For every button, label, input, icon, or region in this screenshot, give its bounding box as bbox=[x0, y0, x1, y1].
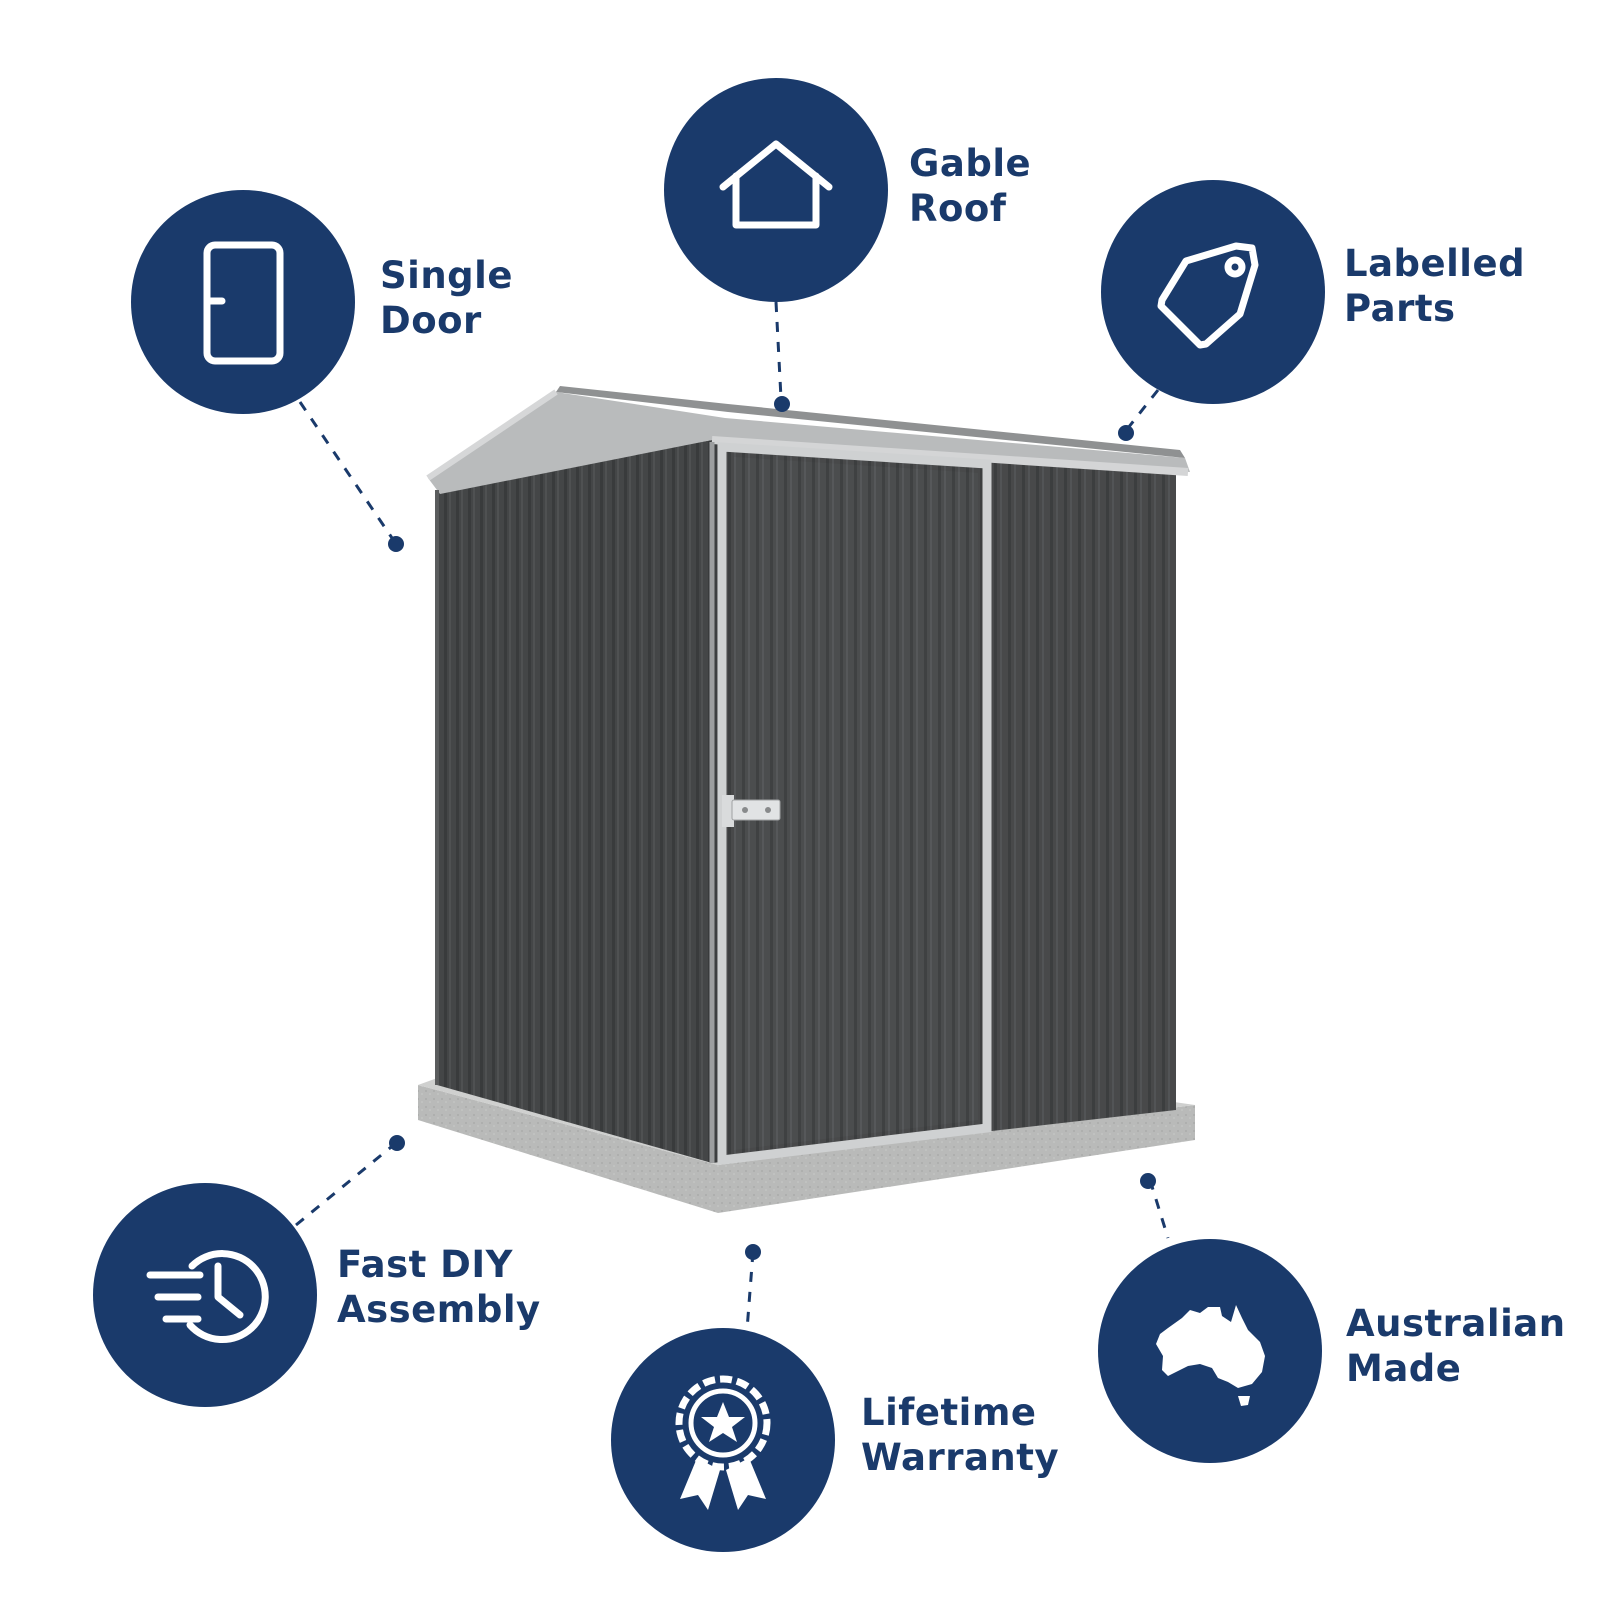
label-single-door: Single Door bbox=[380, 253, 513, 343]
label-labelled-parts: Labelled Parts bbox=[1344, 241, 1525, 331]
label-line-1: Lifetime bbox=[861, 1391, 1037, 1434]
label-line-2: Warranty bbox=[861, 1436, 1060, 1479]
australia-map-icon bbox=[1156, 1305, 1265, 1406]
badge-gable-roof bbox=[664, 78, 888, 302]
house-icon bbox=[719, 140, 833, 229]
shed-image bbox=[418, 386, 1195, 1213]
badge-fast-diy-assembly bbox=[93, 1183, 317, 1407]
connector-fast-diy-assembly bbox=[295, 1141, 397, 1227]
connectors bbox=[295, 301, 1170, 1331]
concrete-slab bbox=[418, 1085, 1195, 1213]
connector-lifetime-warranty bbox=[745, 1251, 755, 1331]
label-australian-made: Australian Made bbox=[1346, 1301, 1566, 1391]
connector-dot bbox=[774, 396, 790, 412]
connector-dot bbox=[389, 1135, 405, 1151]
connector-dot bbox=[1140, 1173, 1156, 1189]
connector-australian-made bbox=[1148, 1179, 1170, 1239]
label-gable-roof: Gable Roof bbox=[909, 141, 1031, 231]
connector-dot bbox=[1118, 425, 1134, 441]
award-ribbon-icon bbox=[675, 1375, 771, 1510]
connector-gable-roof bbox=[774, 301, 783, 399]
shed-side-wall bbox=[437, 440, 712, 1163]
shed-door bbox=[734, 457, 978, 1150]
label-line-2: Door bbox=[380, 299, 482, 342]
badge-australian-made bbox=[1098, 1239, 1322, 1463]
label-line-2: Parts bbox=[1344, 287, 1456, 330]
connector-dots bbox=[388, 396, 1156, 1260]
badge-lifetime-warranty bbox=[611, 1328, 835, 1552]
label-line-1: Single bbox=[380, 254, 513, 297]
label-line-2: Made bbox=[1346, 1347, 1462, 1390]
connector-dot bbox=[388, 536, 404, 552]
connector-single-door bbox=[298, 401, 394, 539]
label-line-2: Assembly bbox=[337, 1288, 541, 1331]
label-line-2: Roof bbox=[909, 187, 1007, 230]
label-line-1: Gable bbox=[909, 142, 1032, 185]
label-lifetime-warranty: Lifetime Warranty bbox=[861, 1390, 1059, 1480]
label-fast-diy-assembly: Fast DIY Assembly bbox=[337, 1242, 541, 1332]
fast-clock-icon bbox=[146, 1250, 269, 1344]
door-latch bbox=[722, 795, 781, 827]
connector-labelled-parts bbox=[1126, 389, 1160, 429]
label-line-1: Australian bbox=[1346, 1302, 1566, 1345]
badge-single-door bbox=[131, 190, 355, 414]
door-icon bbox=[203, 241, 284, 365]
tag-icon bbox=[1157, 242, 1259, 349]
connector-dot bbox=[745, 1244, 761, 1260]
label-line-1: Fast DIY bbox=[337, 1243, 513, 1286]
label-line-1: Labelled bbox=[1344, 242, 1526, 285]
badge-labelled-parts bbox=[1101, 180, 1325, 404]
